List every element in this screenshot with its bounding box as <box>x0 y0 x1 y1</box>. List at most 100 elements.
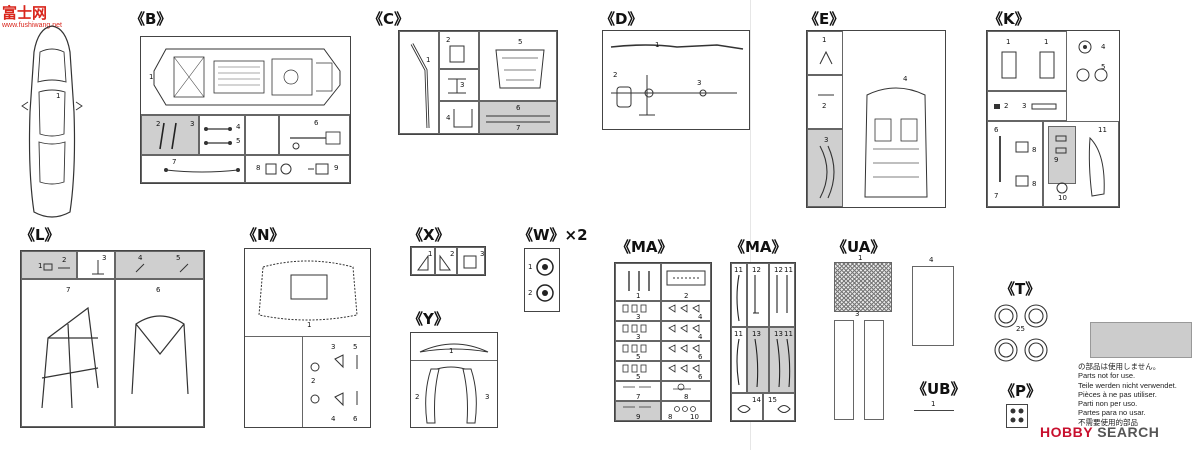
part-number: 1 <box>1006 38 1011 46</box>
legend-line-zh: 不需要使用的部品 <box>1078 417 1138 427</box>
part-number: 4 <box>331 415 336 423</box>
part-number: 6 <box>156 286 161 294</box>
part-number: 3 <box>485 393 490 401</box>
watermark-brand-name: HOBBY <box>1040 424 1093 440</box>
part-number: 2 <box>415 393 420 401</box>
part-number: 2 <box>156 120 161 128</box>
part-number: 11 <box>1098 126 1107 134</box>
runner-l-cell-unused-1: 1 2 <box>21 251 77 279</box>
runner-ma-1-cell-3b: 3 <box>615 321 661 341</box>
mesh-strip-right <box>864 320 884 420</box>
part-number: 1 <box>1044 38 1049 46</box>
runner-k-cell-doors: 9 10 11 <box>1043 121 1119 207</box>
runner-b-cell-unused: 2 3 <box>141 115 199 155</box>
part-number: 3 <box>1022 102 1027 110</box>
part-number: 12 <box>774 266 783 274</box>
runner-k: 1 1 4 5 2 3 6 7 8 8 9 10 11 <box>986 30 1120 208</box>
part-number: 3 <box>480 250 485 258</box>
part-number: 6 <box>698 373 703 381</box>
watermark-brand: HOBBY SEARCH <box>1040 424 1159 440</box>
legend-line-de: Teile werden nicht verwendet. <box>1078 380 1177 390</box>
part-number: 1 <box>38 262 43 270</box>
runner-ma-1-cell-8a: 8 <box>661 381 711 401</box>
part-number: 6 <box>353 415 358 423</box>
runner-label-p: 《P》 <box>1000 382 1041 400</box>
part-number: 1 <box>449 347 454 355</box>
runner-c-cell-2: 2 <box>439 31 479 69</box>
part-number: 3 <box>331 343 336 351</box>
part-number: 3 <box>636 313 641 321</box>
runner-label-x: 《X》 <box>408 226 450 244</box>
runner-e: 1 2 3 4 <box>806 30 946 208</box>
runner-ma-2-cell-12a: 12 <box>747 263 769 327</box>
legend-line-en: Parts not for use. <box>1078 371 1136 381</box>
mesh-sheet <box>834 262 892 312</box>
runner-label-k: 《K》 <box>988 10 1030 28</box>
runner-l-cell-unused-2: 4 5 <box>115 251 204 279</box>
runner-e-cell-2: 2 <box>807 75 843 129</box>
part-number: 4 <box>138 254 143 262</box>
part-number: 8 <box>256 164 261 172</box>
watermark-site-url: www.fushiwang.net <box>2 22 62 29</box>
part-number: 11 <box>784 266 793 274</box>
part-number: 1 <box>56 92 61 100</box>
ub-strip <box>914 410 954 411</box>
part-number: 4 <box>1101 43 1106 51</box>
part-number: 5 <box>176 254 181 262</box>
runner-l-cell-3: 3 <box>77 251 115 279</box>
part-number: 2 <box>446 36 451 44</box>
part-number: 1 <box>426 56 431 64</box>
unused-parts-legend: の部品は使用しません。 Parts not for use. Teile wer… <box>1078 362 1177 427</box>
legend-line-fr: Pièces à ne pas utiliser. <box>1078 389 1157 399</box>
page-fold <box>750 0 751 450</box>
runner-label-t: 《T》 <box>1000 280 1041 298</box>
legend-line-it: Parti non per uso. <box>1078 399 1138 409</box>
runner-n: 1 2 3 4 5 6 <box>244 248 371 428</box>
part-number: 15 <box>768 396 777 404</box>
part-number: 1 <box>655 41 660 49</box>
runner-b-cell-empty <box>245 115 279 155</box>
runner-ma-1-cell-7: 7 <box>615 381 661 401</box>
part-number: 5 <box>236 137 241 145</box>
runner-label-y: 《Y》 <box>408 310 449 328</box>
part-number: 3 <box>824 136 829 144</box>
runner-label-ma-2: 《MA》 <box>730 238 787 256</box>
part-number: 13 <box>752 330 761 338</box>
part-number: 11 <box>784 330 793 338</box>
part-number: 1 <box>528 263 533 271</box>
part-number: 1 <box>822 36 827 44</box>
runner-w: 1 2 <box>524 248 560 312</box>
part-number: 14 <box>752 396 761 404</box>
runner-label-ub: 《UB》 <box>912 380 966 398</box>
runner-label-b: 《B》 <box>130 10 172 28</box>
runner-label-ua: 《UA》 <box>832 238 886 256</box>
part-number: 2 <box>311 377 316 385</box>
exhaust-diagram <box>610 44 744 116</box>
part-number: 11 <box>734 266 743 274</box>
part-number: 7 <box>66 286 71 294</box>
runner-label-ma-1: 《MA》 <box>616 238 673 256</box>
runner-n-cell-blank <box>245 337 303 427</box>
watermark-site-name: 富士网 <box>2 5 48 22</box>
part-number: 7 <box>172 158 177 166</box>
runner-y-cell-wing: 1 <box>411 333 497 361</box>
part-number: 1 <box>149 73 154 81</box>
part-number: 9 <box>1054 156 1059 164</box>
part-number: 5 <box>1101 63 1106 71</box>
runner-d: 1 2 3 <box>602 30 750 130</box>
part-number: 6 <box>314 119 319 127</box>
part-number: 1 <box>858 254 863 262</box>
runner-label-e: 《E》 <box>804 10 845 28</box>
runner-k-cell-side: 6 7 8 8 <box>987 121 1043 207</box>
part-number: 7 <box>516 124 521 132</box>
mesh-panel <box>912 266 954 346</box>
part-number: 3 <box>102 254 107 262</box>
part-number: 3 <box>460 81 465 89</box>
part-number: 2 <box>1004 102 1009 110</box>
unused-parts-swatch <box>1090 322 1192 358</box>
runner-p <box>1006 404 1028 428</box>
part-number: 5 <box>636 353 641 361</box>
runner-ma-1-cell-2: 2 <box>661 263 711 301</box>
runner-c: 1 2 3 4 5 6 7 <box>398 30 558 135</box>
